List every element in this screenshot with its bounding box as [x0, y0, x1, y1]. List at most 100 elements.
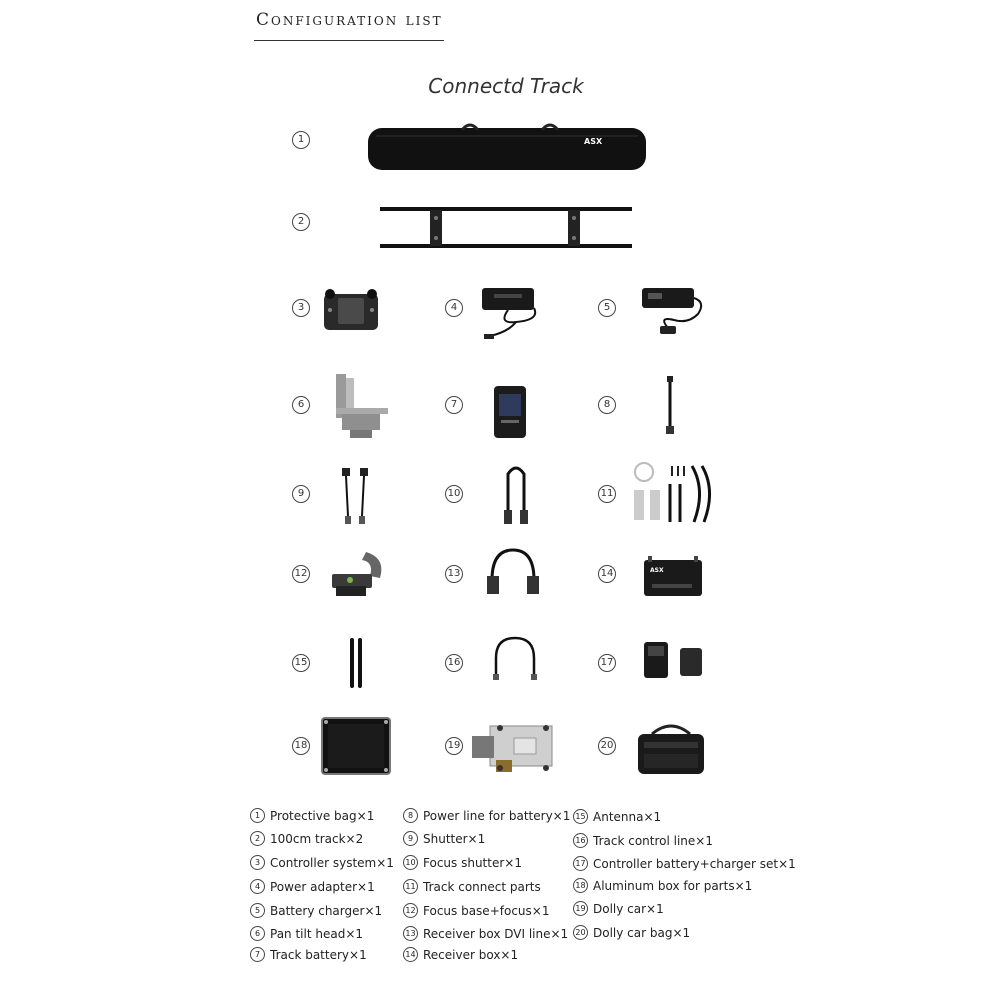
- list-item-number: 10: [403, 855, 418, 870]
- list-item-label: Protective bag×1: [270, 808, 375, 823]
- list-item-label: Shutter×1: [423, 831, 486, 846]
- photo-number-7: 7: [445, 396, 463, 414]
- aluminum-box-image: [321, 717, 391, 775]
- list-item-label: Battery charger×1: [270, 903, 383, 918]
- list-item-number: 19: [573, 901, 588, 916]
- dolly-car-image: [472, 725, 553, 772]
- list-item: 9 Shutter×1: [403, 831, 485, 846]
- battery-power-line-image: [666, 376, 674, 434]
- list-item-number: 1: [250, 808, 265, 823]
- controller-image: [324, 289, 378, 330]
- track-image: [380, 207, 632, 248]
- photo-number-8: 8: [598, 396, 616, 414]
- list-item: 12 Focus base+focus×1: [403, 903, 549, 918]
- controller-battery-charger-image: [644, 642, 702, 678]
- photo-number-11: 11: [598, 485, 616, 503]
- list-item-label: Dolly car bag×1: [593, 925, 691, 940]
- antenna-image: [350, 638, 362, 688]
- receiver-box-image: ASX: [644, 556, 702, 596]
- list-item-number: 5: [250, 903, 265, 918]
- photo-number-4: 4: [445, 299, 463, 317]
- photo-number-2: 2: [292, 213, 310, 231]
- list-item: 10 Focus shutter×1: [403, 855, 522, 870]
- heading-underline: [254, 40, 444, 41]
- dvi-line-image: [487, 548, 539, 594]
- photo-number-14: 14: [598, 565, 616, 583]
- photo-number-20: 20: [598, 737, 616, 755]
- protective-bag-image: ASX: [368, 123, 646, 170]
- list-item-number: 7: [250, 947, 265, 962]
- list-item: 2 100cm track×2: [250, 831, 363, 846]
- list-item-label: Dolly car×1: [593, 901, 664, 916]
- list-item-label: Controller battery+charger set×1: [593, 856, 796, 871]
- photo-number-18: 18: [292, 737, 310, 755]
- list-item-number: 15: [573, 809, 588, 824]
- list-item-number: 3: [250, 855, 265, 870]
- list-item-label: Power line for battery×1: [423, 808, 571, 823]
- photo-number-1: 1: [292, 131, 310, 149]
- shutter-cable-image: [342, 468, 368, 524]
- list-item: 18 Aluminum box for parts×1: [573, 878, 752, 893]
- list-item-label: Track control line×1: [593, 833, 713, 848]
- focus-base-image: [332, 552, 382, 596]
- list-item-label: Pan tilt head×1: [270, 926, 364, 941]
- list-item-label: Power adapter×1: [270, 879, 375, 894]
- list-item-label: Aluminum box for parts×1: [593, 878, 753, 893]
- photo-number-10: 10: [445, 485, 463, 503]
- list-item: 1 Protective bag×1: [250, 808, 374, 823]
- list-item: 19 Dolly car×1: [573, 901, 664, 916]
- list-item: 13 Receiver box DVI line×1: [403, 926, 568, 941]
- list-item-number: 17: [573, 856, 588, 871]
- list-item: 20 Dolly car bag×1: [573, 925, 690, 940]
- photo-number-13: 13: [445, 565, 463, 583]
- list-item: 3 Controller system×1: [250, 855, 394, 870]
- list-item-number: 9: [403, 831, 418, 846]
- list-item-label: 100cm track×2: [270, 831, 364, 846]
- photo-number-6: 6: [292, 396, 310, 414]
- photo-number-19: 19: [445, 737, 463, 755]
- dolly-car-bag-image: [638, 724, 704, 774]
- list-item-label: Controller system×1: [270, 855, 394, 870]
- list-item-number: 13: [403, 926, 418, 941]
- receiver-brand-mark: ASX: [650, 567, 664, 574]
- list-item-number: 14: [403, 947, 418, 962]
- list-item: 7 Track battery×1: [250, 947, 367, 962]
- photo-number-15: 15: [292, 654, 310, 672]
- photo-number-5: 5: [598, 299, 616, 317]
- list-item: 17 Controller battery+charger set×1: [573, 856, 796, 871]
- power-adapter-image: [482, 288, 537, 339]
- list-item-number: 12: [403, 903, 418, 918]
- battery-charger-image: [642, 288, 703, 334]
- focus-shutter-cable-image: [504, 466, 528, 524]
- list-item-number: 4: [250, 879, 265, 894]
- list-item-label: Track battery×1: [270, 947, 367, 962]
- list-item: 8 Power line for battery×1: [403, 808, 570, 823]
- list-item-label: Receiver box DVI line×1: [423, 926, 569, 941]
- list-item: 5 Battery charger×1: [250, 903, 382, 918]
- photo-number-16: 16: [445, 654, 463, 672]
- list-item-number: 2: [250, 831, 265, 846]
- product-title: Connectd Track: [428, 74, 584, 98]
- list-item: 14 Receiver box×1: [403, 947, 518, 962]
- track-battery-image: [494, 386, 526, 438]
- photo-number-17: 17: [598, 654, 616, 672]
- list-item-label: Receiver box×1: [423, 947, 519, 962]
- list-item-number: 20: [573, 925, 588, 940]
- list-item-number: 18: [573, 878, 588, 893]
- track-connect-parts-image: [634, 462, 711, 523]
- section-heading: Configuration list: [256, 10, 443, 30]
- list-item-label: Focus shutter×1: [423, 855, 522, 870]
- list-item-number: 16: [573, 833, 588, 848]
- track-control-line-image: [493, 636, 537, 680]
- photo-number-12: 12: [292, 565, 310, 583]
- bag-brand-mark: ASX: [584, 137, 603, 146]
- photo-number-9: 9: [292, 485, 310, 503]
- list-item-label: Focus base+focus×1: [423, 903, 550, 918]
- list-item-number: 8: [403, 808, 418, 823]
- pan-tilt-head-image: [336, 374, 388, 438]
- photo-number-3: 3: [292, 299, 310, 317]
- list-item-label: Track connect parts: [423, 879, 541, 894]
- list-item: 16 Track control line×1: [573, 833, 713, 848]
